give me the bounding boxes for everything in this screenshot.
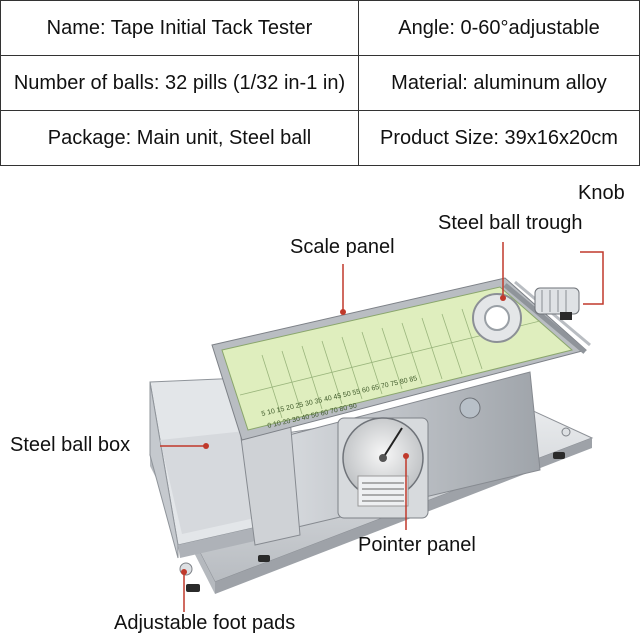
callout-scale: Scale panel bbox=[290, 236, 395, 258]
spec-size: Product Size: 39x16x20cm bbox=[358, 110, 640, 166]
product-illustration: 5 10 15 20 25 30 35 40 45 50 55 60 65 70… bbox=[149, 242, 604, 612]
spec-row: Package: Main unit, Steel ball Product S… bbox=[0, 110, 640, 166]
adjustable-foot-pads bbox=[179, 427, 571, 592]
level-bubble-icon bbox=[459, 397, 481, 419]
callout-pointer: Pointer panel bbox=[358, 534, 476, 556]
callout-box: Steel ball box bbox=[10, 434, 131, 456]
callout-lines bbox=[160, 242, 604, 612]
spec-angle: Angle: 0-60°adjustable bbox=[358, 0, 640, 56]
spec-material: Material: aluminum alloy bbox=[358, 55, 640, 111]
knob bbox=[534, 287, 580, 320]
callout-knob: Knob bbox=[578, 182, 625, 204]
spec-row: Name: Tape Initial Tack Tester Angle: 0-… bbox=[0, 0, 640, 56]
spec-balls: Number of balls: 32 pills (1/32 in-1 in) bbox=[0, 55, 359, 111]
spec-name: Name: Tape Initial Tack Tester bbox=[0, 0, 359, 56]
spec-row: Number of balls: 32 pills (1/32 in-1 in)… bbox=[0, 55, 640, 111]
spec-table: Name: Tape Initial Tack Tester Angle: 0-… bbox=[0, 0, 640, 166]
callout-feet: Adjustable foot pads bbox=[114, 612, 296, 634]
callout-trough: Steel ball trough bbox=[438, 212, 583, 234]
callout-dots bbox=[181, 295, 506, 575]
steel-ball-trough bbox=[472, 293, 522, 343]
spec-package: Package: Main unit, Steel ball bbox=[0, 110, 359, 166]
pointer-panel bbox=[337, 417, 429, 519]
